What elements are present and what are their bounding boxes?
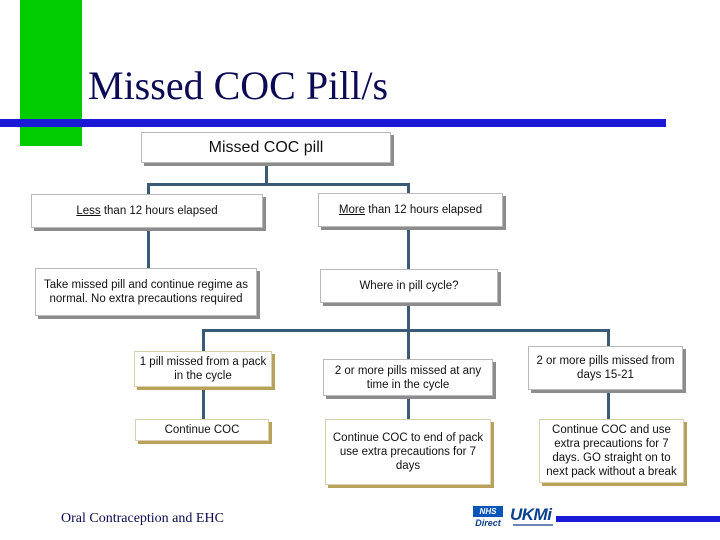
- flow-box-two-any-time: 2 or more pills missed at any time in th…: [323, 359, 493, 396]
- flow-box-one-pill-action: Continue COC: [135, 419, 269, 441]
- flow-box-more-than-12h: More than 12 hours elapsed: [318, 193, 503, 227]
- connector: [147, 183, 410, 186]
- footer-text: Oral Contraception and EHC: [61, 511, 224, 526]
- connector: [265, 162, 268, 184]
- ukmi-logo-underline: [513, 524, 553, 526]
- flow-box-two-any-action: Continue COC to end of pack use extra pr…: [325, 419, 491, 485]
- less-label: than 12 hours elapsed: [100, 205, 218, 217]
- connector: [407, 302, 410, 330]
- flow-box-two-15-21-action: Continue COC and use extra precautions f…: [539, 419, 684, 483]
- connector: [407, 396, 410, 419]
- more-label: than 12 hours elapsed: [365, 204, 483, 216]
- less-emphasis: Less: [76, 205, 101, 217]
- connector: [607, 329, 610, 346]
- flow-box-less-action: Take missed pill and continue regime as …: [35, 268, 257, 316]
- flow-box-one-pill: 1 pill missed from a pack in the cycle: [134, 351, 272, 387]
- blue-footer-rule: [556, 516, 720, 522]
- connector: [202, 387, 205, 419]
- connector: [202, 329, 205, 351]
- blue-title-rule: [0, 119, 666, 127]
- connector: [607, 390, 610, 419]
- flow-box-root: Missed COC pill: [141, 132, 391, 163]
- more-emphasis: More: [338, 204, 366, 216]
- connector: [147, 183, 150, 194]
- nhs-direct-logo: NHS Direct: [473, 506, 503, 530]
- nhs-logo-text: NHS: [473, 506, 503, 517]
- ukmi-logo: UKMi: [510, 505, 552, 524]
- direct-logo-text: Direct: [475, 518, 501, 528]
- connector: [407, 329, 410, 359]
- flow-box-two-days-15-21: 2 or more pills missed from days 15-21: [528, 346, 683, 390]
- page-title: Missed COC Pill/s: [88, 63, 389, 108]
- connector: [147, 228, 150, 268]
- connector: [407, 183, 410, 194]
- connector: [407, 227, 410, 269]
- flow-box-pill-cycle-question: Where in pill cycle?: [320, 269, 498, 303]
- flow-box-less-than-12h: Less than 12 hours elapsed: [31, 194, 263, 228]
- connector: [202, 329, 610, 332]
